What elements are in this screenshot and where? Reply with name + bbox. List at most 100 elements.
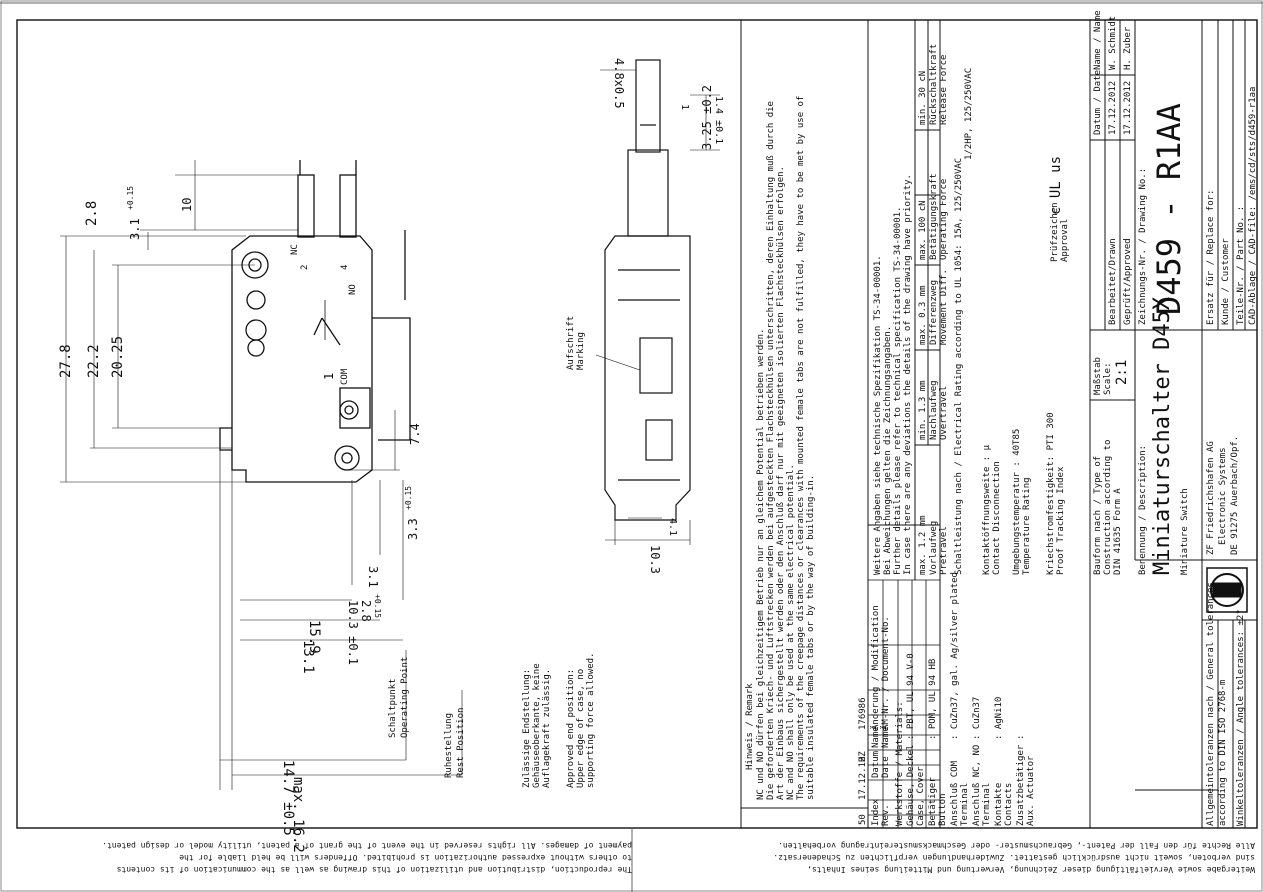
marking-en: Marking [576, 332, 586, 370]
dim-3-25: 3.25 ±0.2 [700, 84, 714, 150]
marking-de: Aufschrift [566, 315, 576, 370]
dim-3-3-tol: +0.15 [404, 485, 413, 510]
mat-btn-en: Button [938, 793, 948, 826]
rev-doc: 176986 [858, 697, 868, 730]
mat-aux-de: Zusatzbetätiger [1016, 744, 1026, 826]
remark-l2: Die geforderten Kriech- und Luftstrecken… [766, 101, 776, 800]
remark-l4: NC and NO shall only be used at the same… [786, 464, 796, 800]
approval-en: Approval [1060, 218, 1070, 262]
label-nc: NC [290, 244, 300, 255]
dim-max-16-2: max. 16.2 [290, 777, 306, 853]
rev-index: 50 [858, 814, 868, 825]
mat-case-val: : PBT, UL 94 V-0 [906, 653, 916, 740]
dim-7-4: 7.4 [408, 423, 422, 445]
overtravel-value: min. 1.3 mm [918, 380, 928, 440]
customer: Kunde / Customer [1221, 238, 1231, 325]
label-no: NO [348, 284, 358, 295]
dim-2-8: 2.8 [84, 200, 100, 226]
rev-h-date: Datum [871, 750, 881, 778]
mat-ct-val: : AgNi10 [994, 696, 1004, 740]
tracking-de: Kriechstromfestigkeit: PTI 300 [1046, 412, 1056, 575]
tracking-en: Proof Tracking Index [1056, 466, 1066, 575]
dim-22-2: 22.2 [86, 344, 102, 378]
approved-label: Geprüft/Approved [1123, 238, 1133, 325]
scale-en: Scale: [1103, 362, 1113, 395]
contact-gap-de: Kontaktöffnungsweite : µ [982, 444, 992, 575]
operating-point-de: Schaltpunkt [388, 678, 398, 738]
operating-force-de: Betätigungskraft [929, 173, 939, 260]
release-force-en: Release Force [939, 54, 949, 125]
rev-h-mod: Änderung / Modification [871, 605, 881, 730]
contact-gap-en: Contact Disconnection [992, 461, 1002, 575]
th-date: Datum / Date [1093, 69, 1103, 135]
dim-4-1: 4.1 [667, 518, 678, 537]
rev-h-date-en: Date [881, 756, 891, 778]
spec-l4: In case there are any deviations the det… [903, 174, 913, 575]
operating-force-value: max. 100 cN [918, 200, 928, 260]
mat-com-de: Anschluß COM [950, 760, 960, 826]
remark-l1: NC und NO dürfen bei gleichzeitigem Betr… [756, 328, 766, 800]
operating-point-en: Operating Point [400, 656, 410, 738]
description-title: Miniaturschalter D45X [1150, 296, 1175, 575]
company-l2: Electronic Systems [1218, 447, 1228, 545]
overtravel-en: Overtravel [939, 385, 949, 440]
mat-btn-de: Betätiger [928, 777, 938, 826]
mat-ct-de: Kontakte [994, 782, 1004, 826]
spec-l1: Weitere Angaben siehe technische Spezifi… [873, 255, 883, 575]
drawn-date: 17.12.2012 [1108, 80, 1118, 135]
copyright-en-2: to others without expressed authorizatio… [179, 853, 632, 862]
mat-ct-en: Contacts [1004, 782, 1014, 826]
company-l3: DE 91275 Auerbach/Opf. [1230, 435, 1240, 555]
end-position-en-3: supporting force allowed. [586, 652, 596, 788]
drawing-number: D459 - R1AA [1150, 103, 1188, 315]
operating-force-en: Operating Force [939, 178, 949, 260]
scale-de: Maßstab [1093, 357, 1103, 395]
remark-heading: Hinweis / Remark [745, 683, 755, 770]
mat-aux-en: Aux. Actuator [1026, 755, 1036, 826]
description-label: Benennung / Description: [1138, 444, 1148, 575]
rev-h-index-en: Rev. [881, 804, 891, 826]
pretravel-en: Pretravel [939, 526, 949, 575]
copyright-de-3: Alle Rechte für den Fall der Patent-, Ge… [778, 841, 1255, 850]
diff-en: Movement Diff. [939, 269, 949, 345]
dim-1-4: 1.4 ±0.1 [713, 96, 724, 145]
company-l1: ZF Friedrichshafen AG [1206, 441, 1216, 555]
dim-13-1: 13.1 [300, 640, 316, 674]
tolerance-l2: according to DIN ISO 2768-m [1218, 679, 1228, 826]
release-force-value: min. 30 cN [918, 70, 928, 125]
temperature-en: Temperature Rating [1022, 477, 1032, 575]
dim-3-1: 3.1 [128, 218, 142, 240]
dim-2-8b: 2.8 [359, 600, 373, 622]
mat-nc-val: : CuZn37 [972, 696, 982, 740]
part-no: Teile-Nr. / Part No. : [1236, 205, 1246, 325]
replace-for: Ersatz für / Replace for: [1206, 189, 1216, 325]
label-4: 4 [340, 264, 350, 270]
overtravel-de: Nachlaufweg [929, 380, 939, 440]
dim-27-8: 27.8 [58, 344, 74, 378]
remark-l3: Art der Einbaus sichergestellt werden od… [776, 166, 786, 800]
copyright-en-1: The reproduction, distribution and utili… [116, 865, 632, 874]
mat-com-val: : CuZn37, gal. Ag/silver plated [950, 572, 960, 740]
construction-norm: DIN 41635 Form A [1113, 488, 1123, 575]
dim-3-1b: 3.1 [366, 566, 380, 588]
mat-nc-en: Terminal [982, 782, 992, 826]
electrical-rating-2: 1/2HP, 125/250VAC [964, 67, 974, 160]
dim-10: 10 [180, 197, 194, 212]
dim-1: 1 [679, 104, 690, 111]
end-position-en-2: Upper edge of case, no [576, 668, 586, 788]
rev-name: HZ [858, 751, 868, 762]
remark-l5: The requirements of the creepage distanc… [796, 95, 806, 800]
spec-l2: Bei Abweichungen gelten die Zeichnungsan… [883, 325, 893, 575]
mat-aux-val: : [1016, 734, 1026, 740]
end-position-de-1: Zulässige Endstellung: [522, 668, 532, 788]
copyright-en-3: payment of damages. All rights reserved … [102, 841, 632, 850]
electrical-rating: Schaltleistung nach / Electrical Rating … [954, 157, 964, 575]
tolerance-l1: Allgemeintoleranzen nach / General toler… [1206, 582, 1216, 826]
diff-value: max. 0.3 mm [918, 285, 928, 345]
spec-l3: Further details please refer to technica… [893, 206, 903, 575]
approval-marks: c UL us [1048, 155, 1064, 215]
mat-case-en: Case, Cover [916, 766, 926, 826]
dim-10-3: 10.3 [648, 545, 662, 574]
rev-h-index: Index [871, 798, 881, 826]
